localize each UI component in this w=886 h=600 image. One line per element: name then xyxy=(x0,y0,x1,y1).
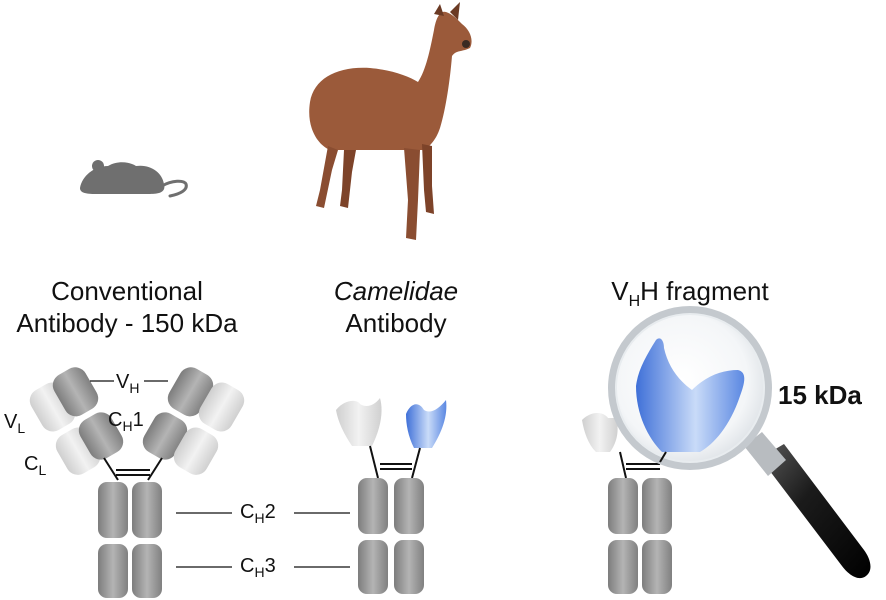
fc-region xyxy=(98,482,162,598)
magnifier-icon xyxy=(612,310,870,578)
vh-label-sub: H xyxy=(129,380,139,396)
conventional-title-line2: Antibody - 150 kDa xyxy=(0,308,254,340)
cl-label-sub: L xyxy=(38,462,46,478)
conventional-title: Conventional Antibody - 150 kDa xyxy=(0,276,254,339)
ch1-label-sub: H xyxy=(122,418,132,434)
hinge-region xyxy=(104,458,162,480)
ch1-label-suffix: 1 xyxy=(133,409,144,431)
vhh-title: VHH fragment xyxy=(560,276,820,312)
camelid-title: Camelidae Antibody xyxy=(296,276,496,339)
vh-label: VH xyxy=(116,370,139,397)
ch2-label-suffix: 2 xyxy=(265,501,276,523)
vl-label-main: V xyxy=(4,411,17,433)
cl-label-main: C xyxy=(24,453,38,475)
vl-label: VL xyxy=(4,410,25,437)
vhh-domain-left xyxy=(336,398,382,446)
camelid-title-line2: Antibody xyxy=(296,308,496,340)
vhh-title-suffix: H fragment xyxy=(640,276,769,306)
ch3-label-sub: H xyxy=(254,564,264,580)
ch2-label: CH2 xyxy=(240,500,276,527)
ch3-label-main: C xyxy=(240,555,254,577)
ch1-label-main: C xyxy=(108,409,122,431)
ch1-label: CH1 xyxy=(108,408,144,435)
vhh-title-sub: H xyxy=(629,293,641,310)
vh-label-main: V xyxy=(116,371,129,393)
ch3-label-suffix: 3 xyxy=(265,555,276,577)
vl-label-sub: L xyxy=(17,420,25,436)
conventional-title-line1: Conventional xyxy=(0,276,254,308)
vhh-mass-label: 15 kDa xyxy=(778,380,862,411)
ch2-label-main: C xyxy=(240,501,254,523)
ch3-label: CH3 xyxy=(240,554,276,581)
vhh-domain-right xyxy=(406,400,446,448)
conventional-antibody xyxy=(25,363,248,598)
mouse-icon xyxy=(80,160,186,196)
cl-label: CL xyxy=(24,452,46,479)
camelid-antibody xyxy=(336,398,446,594)
alpaca-image xyxy=(309,2,471,240)
vhh-title-prefix: V xyxy=(611,276,628,306)
camelid-title-line1: Camelidae xyxy=(296,276,496,308)
ch2-label-sub: H xyxy=(254,510,264,526)
